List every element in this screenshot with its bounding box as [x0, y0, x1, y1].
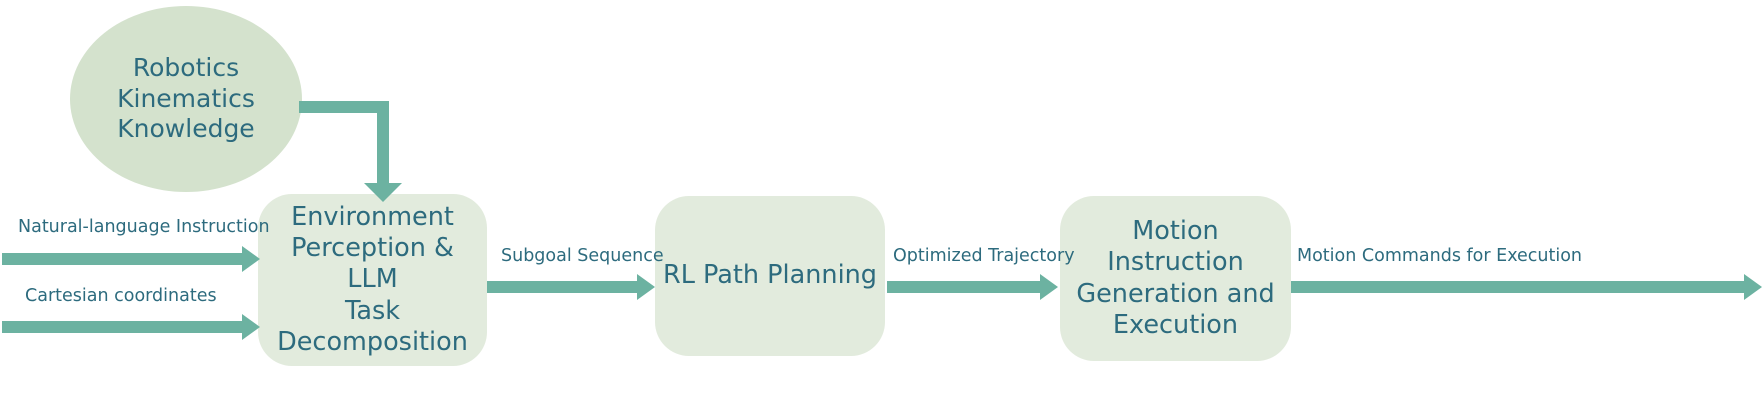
node-environment-perception-llm-task-decomposition[interactable]: Environment Perception & LLM Task Decomp… [258, 194, 487, 366]
edge-label-optimized-trajectory: Optimized Trajectory [893, 246, 1075, 266]
arrow-head-icon [242, 314, 260, 340]
arrow-shaft [1291, 281, 1744, 293]
arrow-head-icon [637, 274, 655, 300]
arrow-shaft [487, 281, 637, 293]
arrow-head-icon [1744, 274, 1762, 300]
arrow-head-icon [1040, 274, 1058, 300]
arrow-segment-horizontal [299, 101, 389, 113]
node-label: RL Path Planning [663, 260, 877, 291]
node-label: Robotics Kinematics Knowledge [117, 53, 255, 144]
node-robotics-kinematics-knowledge[interactable]: Robotics Kinematics Knowledge [70, 6, 302, 192]
arrow-shaft [887, 281, 1040, 293]
node-motion-instruction-generation-and-execution[interactable]: Motion Instruction Generation and Execut… [1060, 196, 1291, 361]
edge-label-cartesian-coordinates: Cartesian coordinates [25, 286, 217, 306]
arrow-shaft [2, 321, 242, 333]
edge-label-natural-language-instruction: Natural-language Instruction [18, 217, 270, 237]
arrow-head-icon [242, 246, 260, 272]
node-label: Motion Instruction Generation and Execut… [1076, 216, 1275, 340]
edge-label-subgoal-sequence: Subgoal Sequence [501, 246, 664, 266]
arrow-head-icon [364, 183, 402, 202]
arrow-shaft [2, 253, 242, 265]
node-label: Environment Perception & LLM Task Decomp… [277, 202, 468, 357]
arrow-segment-vertical [377, 101, 389, 184]
edge-label-motion-commands-for-execution: Motion Commands for Execution [1297, 246, 1583, 266]
node-rl-path-planning[interactable]: RL Path Planning [655, 196, 885, 356]
